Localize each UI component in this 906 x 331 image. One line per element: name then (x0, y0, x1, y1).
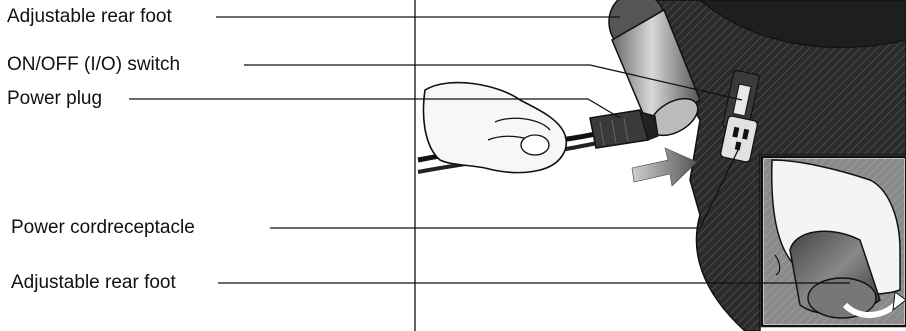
callout-rear-foot-top: Adjustable rear foot (7, 6, 172, 28)
direction-arrow (632, 148, 697, 186)
callout-on-off-switch: ON/OFF (I/O) switch (7, 54, 180, 76)
callout-power-cord-receptacle: Power cordreceptacle (11, 217, 195, 239)
inset-rear-foot-adjust (762, 157, 906, 326)
hand-with-plug-drawing (418, 83, 658, 173)
callout-rear-foot-bottom: Adjustable rear foot (11, 272, 176, 294)
callout-power-plug: Power plug (7, 88, 102, 110)
